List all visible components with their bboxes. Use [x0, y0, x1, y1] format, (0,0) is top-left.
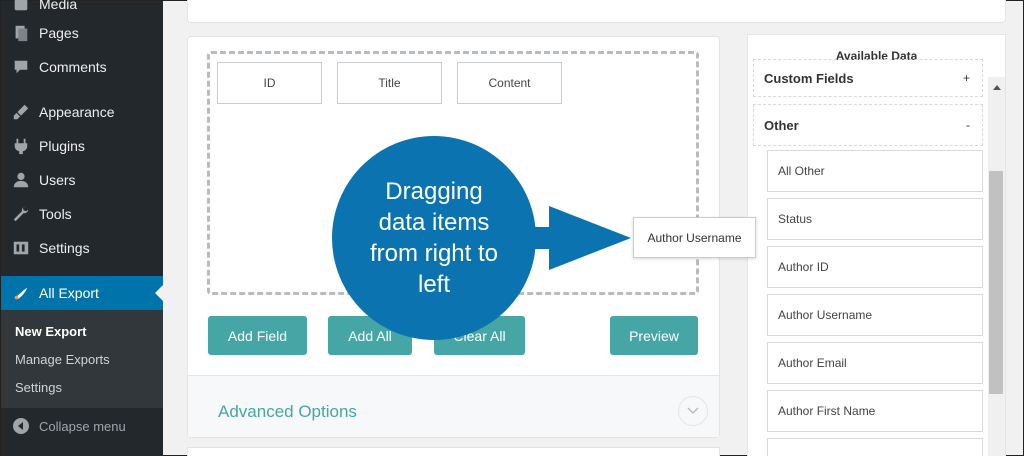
top-panel [187, 0, 1006, 23]
advanced-options-section[interactable]: Advanced Options [188, 375, 719, 437]
sidebar-item-all-export[interactable]: All Export [1, 276, 163, 310]
sidebar-item-pages[interactable]: Pages [1, 16, 163, 50]
all-export-icon [11, 283, 31, 303]
sidebar-item-label: Plugins [39, 138, 85, 154]
sidebar-item-label: All Export [39, 285, 99, 301]
sidebar-item-media[interactable]: Media [1, 0, 163, 21]
sidebar-item-label: Appearance [39, 104, 115, 120]
sidebar-item-users[interactable]: Users [1, 163, 163, 197]
drag-arrow-icon [535, 206, 631, 270]
sidebar-item-label: Settings [39, 240, 90, 256]
data-item-author-username[interactable]: Author Username [767, 294, 983, 336]
data-item-author-first-name[interactable]: Author First Name [767, 390, 983, 432]
section-label: Custom Fields [764, 70, 854, 86]
sidebar-item-label: Pages [39, 25, 79, 41]
submenu-manage-exports[interactable]: Manage Exports [15, 352, 110, 367]
section-label: Other [764, 117, 799, 133]
bottom-panel [187, 447, 720, 456]
submenu-settings[interactable]: Settings [15, 380, 62, 395]
admin-sidebar: Media Pages Comments Appearance Plugins … [1, 0, 163, 456]
sidebar-item-label: Media [39, 0, 78, 12]
sidebar-item-comments[interactable]: Comments [1, 50, 163, 84]
users-icon [11, 170, 31, 190]
appearance-icon [11, 102, 31, 122]
plugins-icon [11, 136, 31, 156]
sidebar-item-appearance[interactable]: Appearance [1, 95, 163, 129]
annotation-bubble: Dragging data items from right to left [332, 136, 536, 340]
section-other[interactable]: Other - [753, 104, 983, 146]
collapse-label: Collapse menu [39, 418, 126, 434]
chevron-down-icon[interactable] [678, 396, 708, 426]
sidebar-item-label: Comments [39, 59, 107, 75]
collapse-section-icon[interactable]: - [966, 118, 970, 132]
data-item-author-email[interactable]: Author Email [767, 342, 983, 384]
settings-icon [11, 238, 31, 258]
pages-icon [11, 23, 31, 43]
sidebar-item-settings[interactable]: Settings [1, 231, 163, 265]
data-item-partial[interactable] [767, 438, 983, 456]
tools-icon [11, 204, 31, 224]
submenu-new-export[interactable]: New Export [15, 324, 87, 339]
sidebar-item-plugins[interactable]: Plugins [1, 129, 163, 163]
collapse-icon [13, 418, 29, 434]
export-field-id[interactable]: ID [217, 62, 322, 104]
sidebar-item-label: Tools [39, 206, 72, 222]
dragged-item-author-username[interactable]: Author Username [633, 217, 756, 258]
preview-button[interactable]: Preview [610, 316, 698, 355]
export-field-content[interactable]: Content [457, 62, 562, 104]
comments-icon [11, 57, 31, 77]
scroll-thumb[interactable] [989, 171, 1003, 394]
collapse-menu-button[interactable]: Collapse menu [1, 411, 163, 441]
data-item-author-id[interactable]: Author ID [767, 246, 983, 288]
data-item-status[interactable]: Status [767, 198, 983, 240]
advanced-options-label: Advanced Options [218, 402, 357, 421]
sidebar-item-label: Users [39, 172, 76, 188]
expand-icon[interactable]: + [962, 71, 970, 85]
add-field-button[interactable]: Add Field [208, 316, 307, 355]
all-export-submenu: New Export Manage Exports Settings [1, 310, 163, 408]
scroll-up-arrow-icon[interactable] [993, 85, 1001, 90]
section-custom-fields[interactable]: Custom Fields + [753, 59, 983, 97]
sidebar-item-tools[interactable]: Tools [1, 197, 163, 231]
export-field-title[interactable]: Title [337, 62, 442, 104]
data-item-all-other[interactable]: All Other [767, 150, 983, 192]
media-icon [11, 0, 31, 14]
